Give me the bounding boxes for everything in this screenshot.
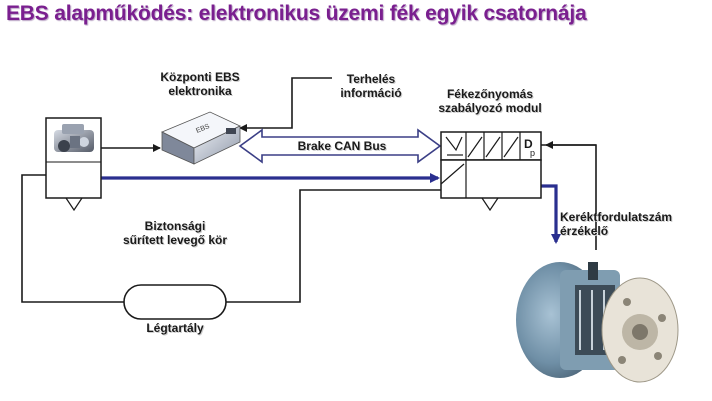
central-ebs-label-line2: elektronika — [168, 84, 232, 98]
module-symbol-p: p — [530, 148, 535, 158]
wheel-sensor-label-line2: érzékelő — [560, 224, 609, 238]
air-tank — [123, 284, 227, 320]
module-bottom-row — [440, 159, 542, 199]
can-bus-arrow — [238, 128, 442, 164]
load-info-label: Terhelés információ — [326, 72, 416, 100]
wheel-brake-image — [510, 250, 706, 396]
pressure-module-label: Fékezőnyomás szabályozó modul — [420, 87, 560, 115]
safety-circuit-line-left — [21, 174, 124, 303]
load-info-label-line2: információ — [340, 86, 402, 100]
wheel-sensor-label: Keréktfordulatszám érzékelő — [560, 210, 690, 238]
module-to-brake-blue — [540, 184, 561, 244]
module-symbol-d: D — [524, 137, 533, 151]
foot-brake-valve — [45, 117, 102, 212]
svg-text:EBS: EBS — [195, 123, 211, 135]
safety-circuit-label-line2: sűrített levegő kör — [122, 233, 228, 247]
valve-exhaust-symbol — [65, 197, 83, 212]
load-info-label-line1: Terhelés — [346, 72, 396, 86]
air-tank-label: Légtartály — [146, 321, 204, 335]
central-ebs-label-line1: Központi EBS — [160, 70, 240, 84]
can-bus-label: Brake CAN Bus — [297, 139, 387, 153]
valve-image — [54, 124, 94, 152]
pressure-module-label-line1: Fékezőnyomás — [446, 87, 534, 101]
pressure-module-label-line2: szabályozó modul — [438, 101, 542, 115]
brake-signal-lines — [100, 173, 561, 244]
wheel-sensor-label-line1: Keréktfordulatszám — [560, 210, 673, 224]
load-info-line — [239, 77, 332, 132]
safety-circuit-line-right — [226, 189, 441, 303]
module-exhaust-symbol — [481, 197, 499, 212]
page-title: EBS alapműködés: elektronikus üzemi fék … — [6, 2, 587, 25]
safety-circuit-label-line1: Biztonsági — [144, 219, 206, 233]
pressure-control-module — [440, 131, 542, 212]
ebs-ecu-icon: EBS — [161, 111, 241, 165]
central-ebs-label: Központi EBS elektronika — [150, 70, 250, 98]
safety-circuit-label: Biztonsági sűrített levegő kör — [100, 219, 250, 247]
pneumatic-lines — [21, 77, 597, 303]
